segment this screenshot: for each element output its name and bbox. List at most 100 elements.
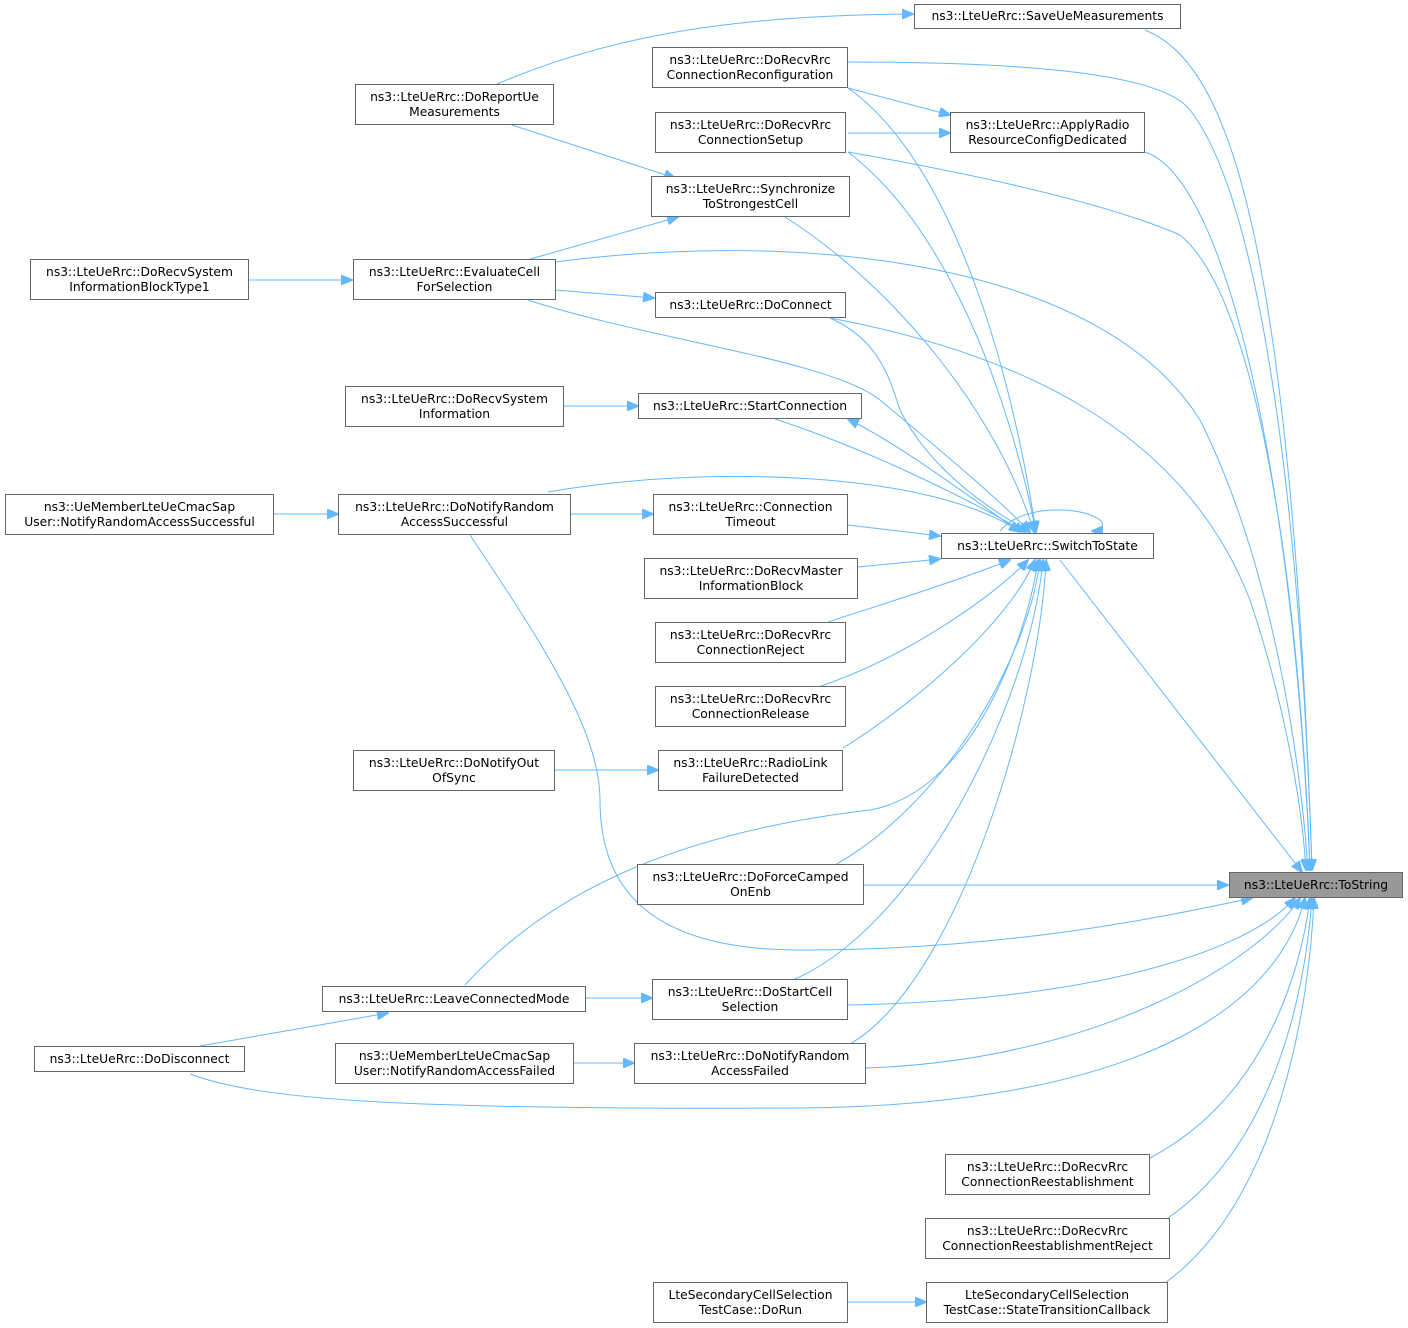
node-label: ns3::LteUeRrc::LeaveConnectedMode bbox=[338, 991, 570, 1006]
edge bbox=[849, 560, 1046, 1045]
node-label: ns3::LteUeRrc::DoNotifyRandom bbox=[650, 1048, 850, 1063]
node-label: ns3::LteUeRrc::Connection bbox=[668, 499, 833, 514]
node-do-start-cell-selection[interactable]: ns3::LteUeRrc::DoStartCell Selection bbox=[652, 979, 848, 1020]
node-secondary-cell-selection-do-run[interactable]: LteSecondaryCellSelection TestCase::DoRu… bbox=[653, 1282, 848, 1323]
node-do-recv-system-information[interactable]: ns3::LteUeRrc::DoRecvSystem Information bbox=[345, 386, 564, 427]
node-label: ToStrongestCell bbox=[702, 196, 799, 211]
node-label: ns3::LteUeRrc::DoNotifyRandom bbox=[355, 499, 554, 514]
edge bbox=[787, 560, 1043, 983]
node-label: LteSecondaryCellSelection bbox=[668, 1287, 833, 1302]
node-evaluate-cell-for-selection[interactable]: ns3::LteUeRrc::EvaluateCell ForSelection bbox=[353, 259, 556, 300]
edge bbox=[189, 898, 1305, 1109]
node-start-connection[interactable]: ns3::LteUeRrc::StartConnection bbox=[638, 393, 862, 419]
node-label: ns3::LteUeRrc::RadioLink bbox=[673, 755, 828, 770]
edge bbox=[848, 419, 1021, 533]
node-radio-link-failure-detected[interactable]: ns3::LteUeRrc::RadioLink FailureDetected bbox=[658, 750, 843, 791]
node-label: ns3::LteUeRrc::DoRecvSystem bbox=[46, 264, 233, 279]
edge bbox=[554, 289, 654, 298]
node-notify-random-access-successful-user[interactable]: ns3::UeMemberLteUeCmacSap User::NotifyRa… bbox=[5, 494, 274, 535]
node-label: TestCase::DoRun bbox=[698, 1302, 803, 1317]
node-label: ns3::LteUeRrc::SwitchToState bbox=[957, 538, 1138, 553]
node-do-recv-rrc-connection-reestablishment[interactable]: ns3::LteUeRrc::DoRecvRrc ConnectionReest… bbox=[945, 1154, 1150, 1195]
node-label: ns3::UeMemberLteUeCmacSap bbox=[358, 1048, 551, 1063]
node-do-recv-rrc-connection-setup[interactable]: ns3::LteUeRrc::DoRecvRrc ConnectionSetup bbox=[655, 112, 846, 153]
node-save-ue-measurements[interactable]: ns3::LteUeRrc::SaveUeMeasurements bbox=[914, 4, 1181, 29]
node-label: ns3::LteUeRrc::DoDisconnect bbox=[49, 1051, 230, 1066]
node-label: ns3::LteUeRrc::EvaluateCell bbox=[368, 264, 541, 279]
edge bbox=[857, 559, 940, 568]
edge bbox=[496, 14, 913, 85]
node-label: Timeout bbox=[725, 514, 776, 529]
node-label: ns3::LteUeRrc::DoRecvRrc bbox=[669, 627, 832, 642]
node-do-recv-system-information-block-type1[interactable]: ns3::LteUeRrc::DoRecvSystem InformationB… bbox=[30, 259, 249, 300]
node-to-string-focus: ns3::LteUeRrc::ToString bbox=[1229, 872, 1403, 898]
node-do-report-ue-measurements[interactable]: ns3::LteUeRrc::DoReportUe Measurements bbox=[355, 84, 554, 125]
node-label: AccessSuccessful bbox=[400, 514, 509, 529]
node-label: ns3::UeMemberLteUeCmacSap bbox=[43, 499, 236, 514]
edge bbox=[865, 898, 1300, 1069]
node-label: ns3::LteUeRrc::DoRecvRrc bbox=[669, 52, 831, 67]
node-label: FailureDetected bbox=[702, 770, 799, 785]
node-do-recv-rrc-connection-reestablishment-reject[interactable]: ns3::LteUeRrc::DoRecvRrc ConnectionReest… bbox=[925, 1218, 1170, 1259]
edge bbox=[1144, 29, 1312, 870]
node-label: OnEnb bbox=[730, 884, 771, 899]
node-label: InformationBlockType1 bbox=[69, 279, 210, 294]
node-apply-radio-resource-config-dedicated[interactable]: ns3::LteUeRrc::ApplyRadio ResourceConfig… bbox=[950, 112, 1145, 153]
node-label: ns3::LteUeRrc::DoReportUe bbox=[370, 89, 539, 104]
node-do-recv-rrc-connection-release[interactable]: ns3::LteUeRrc::DoRecvRrc ConnectionRelea… bbox=[655, 686, 846, 727]
node-label: OfSync bbox=[432, 770, 476, 785]
node-label: TestCase::StateTransitionCallback bbox=[943, 1302, 1151, 1317]
edge bbox=[847, 151, 1310, 870]
edge bbox=[847, 524, 940, 536]
node-synchronize-to-strongest-cell[interactable]: ns3::LteUeRrc::Synchronize ToStrongestCe… bbox=[651, 176, 850, 217]
node-do-recv-rrc-connection-reconfiguration[interactable]: ns3::LteUeRrc::DoRecvRrc ConnectionRecon… bbox=[652, 47, 848, 88]
edge bbox=[554, 250, 1308, 870]
node-do-notify-out-of-sync[interactable]: ns3::LteUeRrc::DoNotifyOut OfSync bbox=[353, 750, 555, 791]
edge bbox=[547, 475, 1020, 532]
edge bbox=[829, 317, 1306, 870]
node-do-notify-random-access-failed[interactable]: ns3::LteUeRrc::DoNotifyRandom AccessFail… bbox=[634, 1043, 866, 1084]
node-label: ns3::LteUeRrc::ToString bbox=[1243, 877, 1389, 892]
node-label: ConnectionRelease bbox=[691, 706, 810, 721]
node-connection-timeout[interactable]: ns3::LteUeRrc::Connection Timeout bbox=[653, 494, 848, 535]
node-label: ConnectionReconfiguration bbox=[666, 67, 834, 82]
edge bbox=[847, 87, 1036, 532]
node-label: ns3::LteUeRrc::StartConnection bbox=[652, 398, 848, 413]
node-do-recv-rrc-connection-reject[interactable]: ns3::LteUeRrc::DoRecvRrc ConnectionRejec… bbox=[655, 622, 846, 663]
node-label: ns3::LteUeRrc::DoStartCell bbox=[667, 984, 833, 999]
node-label: ns3::LteUeRrc::DoRecvRrc bbox=[966, 1223, 1129, 1238]
node-notify-random-access-failed-user[interactable]: ns3::UeMemberLteUeCmacSap User::NotifyRa… bbox=[335, 1043, 574, 1084]
node-label: User::NotifyRandomAccessFailed bbox=[353, 1063, 556, 1078]
node-label: ns3::LteUeRrc::DoConnect bbox=[669, 297, 832, 312]
node-label: ForSelection bbox=[416, 279, 493, 294]
node-label: InformationBlock bbox=[698, 578, 804, 593]
node-label: ns3::LteUeRrc::DoRecvSystem bbox=[361, 391, 548, 406]
node-label: ConnectionReestablishmentReject bbox=[942, 1238, 1153, 1253]
node-label: ns3::LteUeRrc::DoRecvMaster bbox=[659, 563, 843, 578]
node-label: ConnectionReestablishment bbox=[961, 1174, 1134, 1189]
node-label: ns3::LteUeRrc::DoRecvRrc bbox=[669, 691, 832, 706]
node-label: LteSecondaryCellSelection bbox=[964, 1287, 1129, 1302]
edge bbox=[847, 898, 1295, 1006]
node-do-connect[interactable]: ns3::LteUeRrc::DoConnect bbox=[655, 292, 846, 318]
node-leave-connected-mode[interactable]: ns3::LteUeRrc::LeaveConnectedMode bbox=[322, 986, 586, 1012]
edge bbox=[1149, 898, 1310, 1159]
node-secondary-cell-selection-state-transition-callback[interactable]: LteSecondaryCellSelection TestCase::Stat… bbox=[926, 1282, 1168, 1323]
edge bbox=[827, 560, 1010, 623]
node-label: ConnectionReject bbox=[696, 642, 805, 657]
node-do-force-camped-on-enb[interactable]: ns3::LteUeRrc::DoForceCamped OnEnb bbox=[637, 864, 864, 905]
edge bbox=[829, 317, 1030, 532]
node-do-recv-master-information-block[interactable]: ns3::LteUeRrc::DoRecvMaster InformationB… bbox=[644, 558, 858, 599]
node-do-notify-random-access-successful[interactable]: ns3::LteUeRrc::DoNotifyRandom AccessSucc… bbox=[338, 494, 571, 535]
node-label: User::NotifyRandomAccessSuccessful bbox=[24, 514, 255, 529]
node-label: Information bbox=[418, 406, 491, 421]
node-label: ns3::LteUeRrc::DoRecvRrc bbox=[669, 117, 832, 132]
edge bbox=[847, 151, 1036, 532]
node-do-disconnect[interactable]: ns3::LteUeRrc::DoDisconnect bbox=[34, 1046, 245, 1072]
node-label: ns3::LteUeRrc::SaveUeMeasurements bbox=[931, 9, 1164, 23]
edge bbox=[1164, 898, 1314, 1284]
edge bbox=[1164, 898, 1312, 1221]
edge bbox=[834, 560, 1040, 866]
node-switch-to-state[interactable]: ns3::LteUeRrc::SwitchToState bbox=[941, 533, 1154, 559]
